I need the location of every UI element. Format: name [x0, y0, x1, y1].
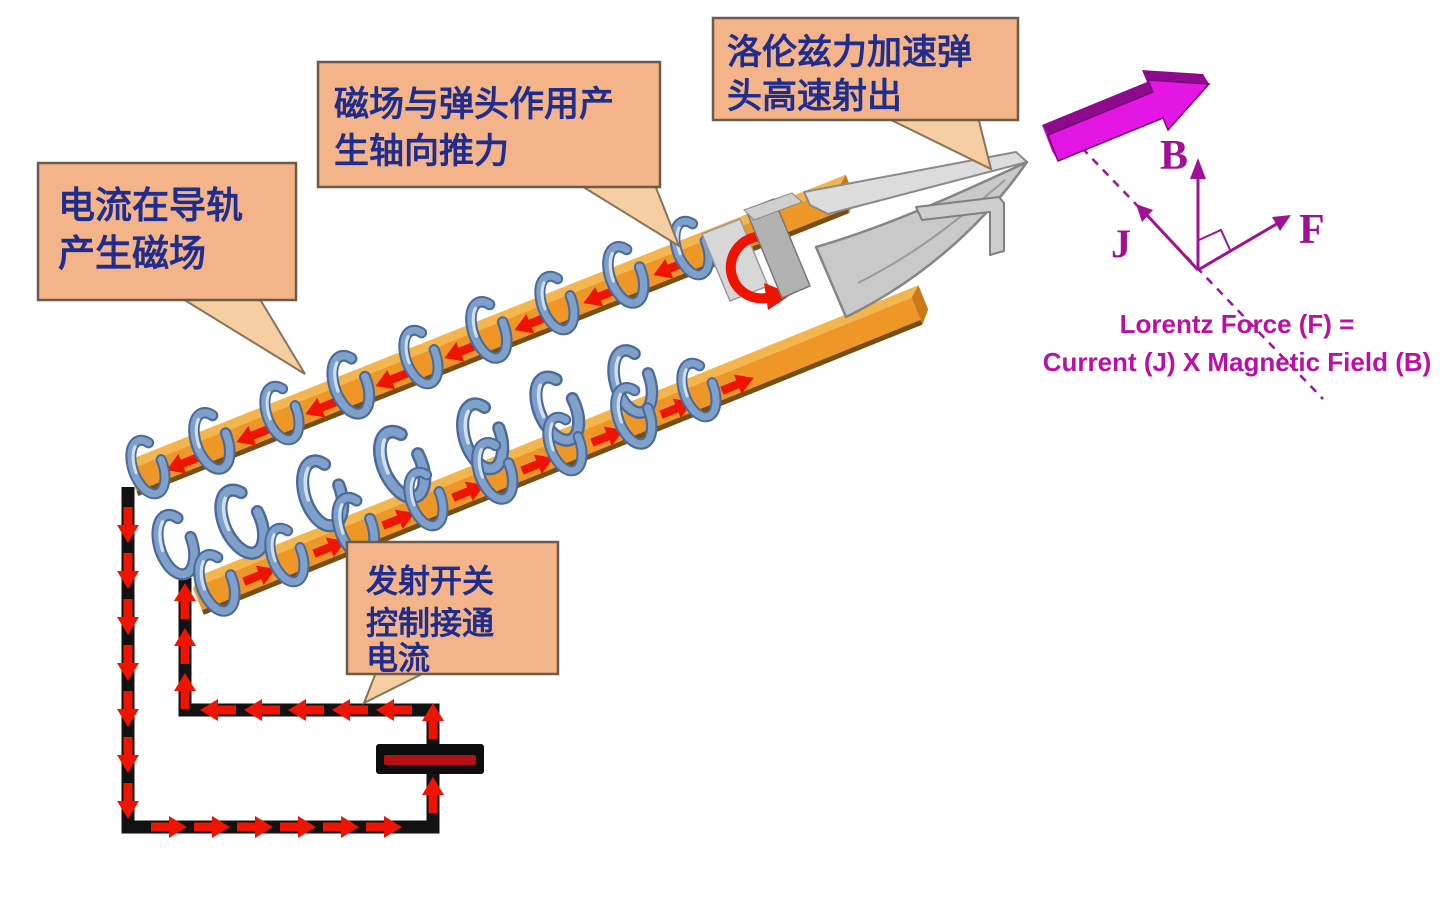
field-coil-icon [212, 484, 272, 560]
current-arrow-icon [174, 583, 196, 619]
armature-current-arrowhead-icon [764, 283, 792, 310]
current-arrow-icon [151, 816, 187, 838]
callout-text-line: 生轴向推力 [334, 132, 509, 171]
projectile-bracket [915, 196, 1005, 256]
current-arrow-icon [288, 699, 324, 721]
callout-current-in-rails: 电流在导轨 产生磁场 [36, 161, 306, 375]
current-arrow-icon [117, 553, 139, 589]
callout-text-line: 洛伦兹力加速弹 [727, 33, 972, 72]
callout-launch-switch: 发射开关 控制接通 电流 [345, 540, 560, 706]
current-arrow-icon [117, 691, 139, 727]
callout-text-line: 控制接通 [366, 605, 494, 641]
j-vector-label: J [1111, 221, 1131, 266]
projectile [803, 151, 1029, 319]
j-vector-arrow [1144, 212, 1200, 272]
muzzle-arrow-front-face [1047, 79, 1211, 162]
b-vector-arrowhead-icon [1190, 158, 1206, 179]
current-arrow-icon [117, 645, 139, 681]
current-arrow-icon [194, 816, 230, 838]
rail-body [128, 187, 848, 492]
current-arrow-icon [200, 699, 236, 721]
lorentz-vector-diagram: B J F Lorentz Force (F) = Current (J) X … [1043, 133, 1432, 400]
f-vector-label: F [1299, 207, 1325, 253]
armature [701, 192, 811, 310]
rail-end-cap [911, 285, 929, 325]
callout-text-line: 产生磁场 [58, 233, 206, 275]
armature-top-flange [743, 192, 803, 221]
callout-text-line: 磁场与弹头作用产 [334, 85, 614, 124]
current-arrow-icon [117, 737, 139, 773]
right-angle-marker [1198, 228, 1232, 253]
field-coil-icon [371, 425, 434, 504]
current-arrow-icon [117, 599, 139, 635]
callout-tail [576, 184, 682, 249]
current-arrow-icon [332, 699, 368, 721]
current-arrow-icon [117, 783, 139, 819]
power-circuit [117, 487, 484, 838]
callout-field-thrust: 磁场与弹头作用产 生轴向推力 [316, 60, 682, 249]
current-arrow-icon [366, 816, 402, 838]
f-vector-arrowhead-icon [1272, 215, 1291, 231]
callout-text-line: 电流 [366, 640, 430, 676]
callout-box [711, 16, 1020, 122]
current-arrow-icon [376, 699, 412, 721]
b-vector-label: B [1160, 133, 1188, 179]
current-arrow-icon [174, 628, 196, 664]
callout-text-line: 发射开关 [366, 563, 494, 599]
current-arrow-icon [323, 816, 359, 838]
callout-box [345, 540, 560, 676]
current-arrow-icon [244, 699, 280, 721]
callout-text-line: 头高速射出 [727, 77, 902, 116]
callout-tail [884, 116, 993, 171]
muzzle-velocity-arrow [1042, 70, 1211, 162]
f-vector-arrow [1197, 220, 1281, 272]
current-arrow-icon [117, 507, 139, 543]
battery [376, 744, 484, 774]
callout-box [316, 60, 662, 189]
lorentz-formula-line1: Lorentz Force (F) = [1120, 309, 1355, 339]
callout-tail [174, 295, 306, 375]
rail-top-face [128, 174, 846, 470]
j-vector-arrowhead-icon [1136, 204, 1153, 222]
current-arrow-icon [280, 816, 316, 838]
battery-core [384, 755, 476, 765]
callout-box [36, 161, 298, 302]
callout-lorentz-accelerate: 洛伦兹力加速弹 头高速射出 [711, 16, 1020, 171]
lorentz-formula-line2: Current (J) X Magnetic Field (B) [1043, 347, 1432, 377]
callout-text-line: 电流在导轨 [58, 185, 243, 227]
current-arrow-icon [237, 816, 273, 838]
current-axis-dashed-line [1081, 147, 1324, 400]
current-arrow-icon [422, 777, 444, 813]
